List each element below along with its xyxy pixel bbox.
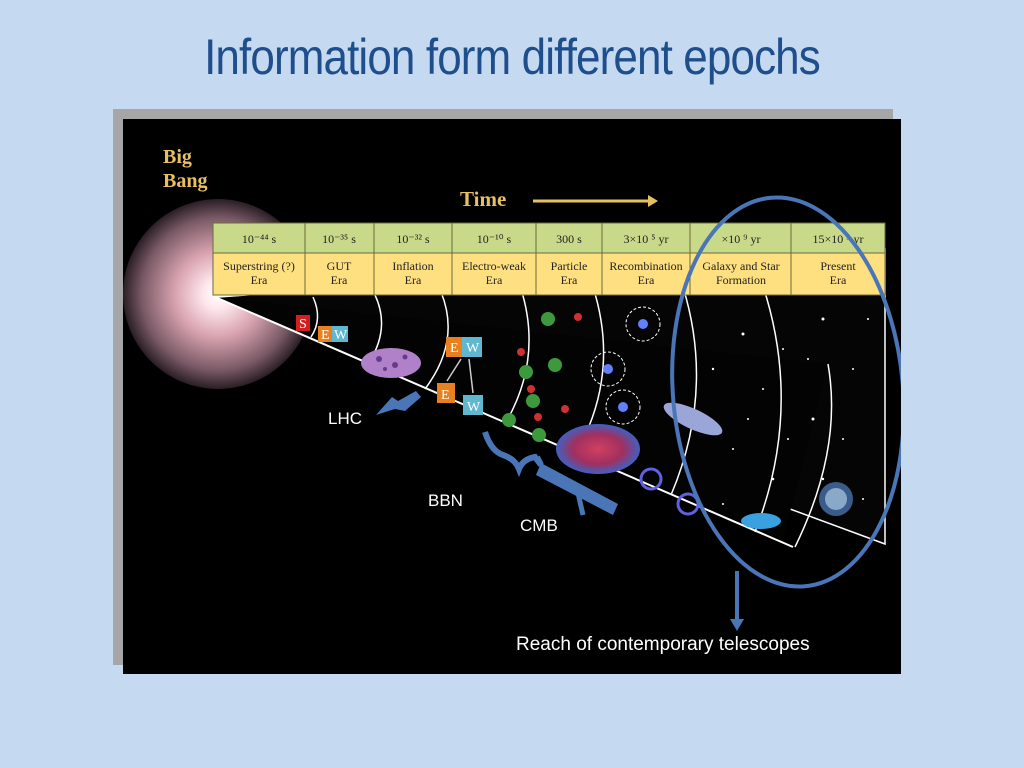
- era-sub-4: Era: [561, 273, 578, 287]
- era-name-5: Recombination: [609, 259, 682, 273]
- big-bang-label-1: Big: [163, 146, 192, 168]
- era-name-0: Superstring (?): [223, 259, 295, 273]
- epoch-time-6: ×10 ⁹ yr: [722, 232, 761, 246]
- atoms: [590, 306, 661, 425]
- e-force-letter-2: E: [450, 341, 459, 356]
- e-force-box-2: [446, 337, 462, 357]
- era-name-6: Galaxy and Star: [702, 259, 779, 273]
- timeline-svg: Big Bang Time: [123, 146, 901, 655]
- era-sub-2: Era: [405, 273, 422, 287]
- e-force-letter-3: E: [441, 388, 450, 403]
- era-name-7: Present: [820, 259, 856, 273]
- inflation-blob: [361, 348, 421, 378]
- epoch-time-1: 10⁻³⁵ s: [322, 232, 356, 246]
- lhc-label: LHC: [328, 409, 362, 428]
- era-sub-3: Era: [486, 273, 503, 287]
- e-force-box-1: [318, 326, 332, 342]
- epoch-time-5: 3×10 ⁵ yr: [624, 232, 669, 246]
- epoch-time-3: 10⁻¹⁰ s: [477, 232, 512, 246]
- e-force-letter-1: E: [321, 328, 330, 343]
- spiral-galaxy: [663, 402, 723, 436]
- time-arrow-head: [648, 195, 658, 207]
- w-force-letter-1: W: [334, 328, 348, 343]
- cmb-map: [556, 424, 640, 474]
- era-name-1: GUT: [327, 259, 352, 273]
- big-bang-label-2: Bang: [163, 170, 207, 192]
- era-name-3: Electro-weak: [462, 259, 526, 273]
- lhc-arrow: [376, 391, 421, 415]
- e-force-box-3: [437, 383, 455, 403]
- w-force-letter-3: W: [467, 400, 481, 415]
- telescope-label: Reach of contemporary telescopes: [516, 634, 810, 655]
- era-sub-5: Era: [638, 273, 655, 287]
- epoch-time-0: 10⁻⁴⁴ s: [242, 232, 277, 246]
- force-boxes: S E W E W E W: [296, 315, 483, 415]
- telescope-arrow-head: [730, 619, 744, 631]
- era-sub-0: Era: [251, 273, 268, 287]
- era-sub-6: Formation: [716, 273, 766, 287]
- bbn-brace: [482, 431, 544, 478]
- cmb-bracket: [536, 463, 618, 515]
- s-force-letter: S: [299, 317, 307, 332]
- w-force-box-1: [332, 326, 348, 342]
- cmb-label: CMB: [520, 516, 558, 535]
- epoch-header-table: 10⁻⁴⁴ s 10⁻³⁵ s 10⁻³² s 10⁻¹⁰ s 300 s 3×…: [212, 222, 886, 296]
- blue-galaxy: [741, 513, 781, 529]
- ring-galaxy-1: [639, 467, 663, 491]
- slide-title: Information form different epochs: [204, 29, 821, 85]
- era-sub-7: Era: [830, 273, 847, 287]
- time-label: Time: [460, 187, 506, 211]
- w-force-box-3: [463, 395, 483, 415]
- epoch-time-4: 300 s: [556, 232, 582, 246]
- w-force-box-2: [462, 337, 482, 357]
- bbn-label: BBN: [428, 491, 463, 510]
- era-name-2: Inflation: [392, 259, 433, 273]
- epoch-time-2: 10⁻³² s: [396, 232, 430, 246]
- s-force-box: [296, 315, 310, 331]
- telescope-reach-ellipse: [670, 195, 901, 589]
- cosmic-timeline-figure: Big Bang Time: [123, 119, 901, 674]
- w-force-letter-2: W: [466, 341, 480, 356]
- particle-era-dots: [502, 312, 582, 442]
- era-sub-1: Era: [331, 273, 348, 287]
- era-name-4: Particle: [551, 259, 588, 273]
- galaxy-stars: [702, 317, 869, 505]
